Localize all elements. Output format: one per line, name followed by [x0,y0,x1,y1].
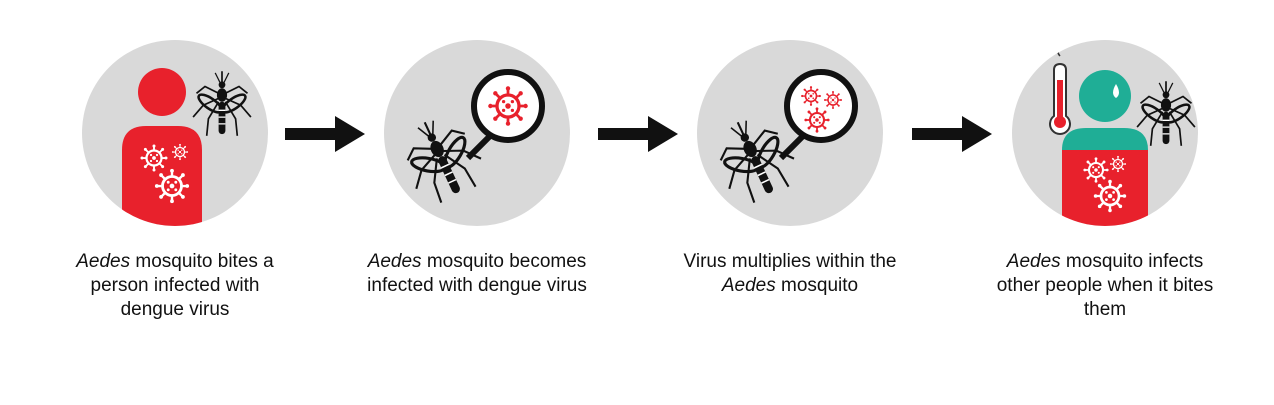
step-4-illustration [1012,40,1198,226]
person-icon [122,68,202,226]
step-3-illustration [697,40,883,226]
step-1-caption: Aedes mosquito bites a person infected w… [76,251,274,320]
arrow-right-icon [285,116,365,152]
step-1: Aedes mosquito bites a person infected w… [45,40,305,322]
step-4-caption: Aedes mosquito infects other people when… [996,251,1214,320]
step-3: Virus multiplies within the Aedes mosqui… [660,40,920,298]
mosquito-icon [1135,79,1197,148]
thermometer-icon [1049,40,1071,135]
step-2-illustration [384,40,570,226]
step-2-caption: Aedes mosquito becomes infected with den… [367,251,587,296]
step-1-illustration [82,40,268,226]
arrow-right-icon [912,116,992,152]
step-2: Aedes mosquito becomes infected with den… [347,40,607,298]
virus-icon [486,84,530,128]
magnifier-icon [778,69,858,161]
step-4: Aedes mosquito infects other people when… [975,40,1235,322]
sweat-drop-icon [1113,84,1119,98]
mosquito-icon [191,69,253,138]
step-3-caption: Virus multiplies within the Aedes mosqui… [683,251,897,296]
arrow-right-icon [598,116,678,152]
